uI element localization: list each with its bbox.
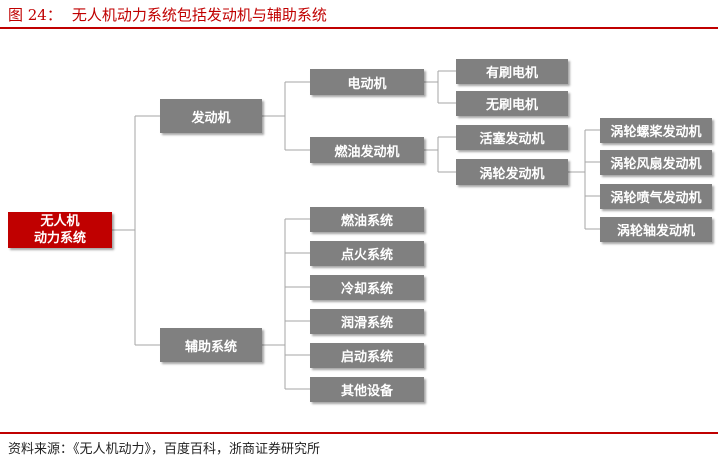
bottom-rule bbox=[0, 432, 718, 434]
node-cooling-system: 冷却系统 bbox=[310, 275, 424, 300]
node-fuel-system: 燃油系统 bbox=[310, 207, 424, 232]
node-brushless-motor: 无刷电机 bbox=[456, 91, 568, 116]
node-auxiliary-system: 辅助系统 bbox=[160, 328, 262, 362]
top-rule bbox=[0, 27, 718, 29]
node-brushed-motor: 有刷电机 bbox=[456, 59, 568, 84]
figure-title: 图 24： 无人机动力系统包括发动机与辅助系统 bbox=[8, 4, 327, 25]
node-fuel-engine: 燃油发动机 bbox=[310, 137, 424, 163]
node-turbine-engine: 涡轮发动机 bbox=[456, 159, 568, 185]
node-electric-motor: 电动机 bbox=[310, 69, 424, 95]
node-other-equipment: 其他设备 bbox=[310, 377, 424, 402]
node-ignition-system: 点火系统 bbox=[310, 241, 424, 266]
node-engine: 发动机 bbox=[160, 99, 262, 133]
source-note: 资料来源：《无人机动力》，百度百科，浙商证券研究所 bbox=[8, 442, 321, 457]
node-turbofan-engine: 涡轮风扇发动机 bbox=[600, 150, 712, 175]
root-label-line1: 无人机 bbox=[40, 214, 80, 229]
node-turboshaft-engine: 涡轮轴发动机 bbox=[600, 217, 712, 242]
root-label-line2: 动力系统 bbox=[33, 231, 86, 246]
root-node-uav-power-system: 无人机 动力系统 bbox=[8, 212, 112, 248]
figure-title-text: 无人机动力系统包括发动机与辅助系统 bbox=[71, 6, 327, 24]
node-turbojet-engine: 涡轮喷气发动机 bbox=[600, 184, 712, 209]
node-turboprop-engine: 涡轮螺桨发动机 bbox=[600, 118, 712, 143]
node-lubrication-system: 润滑系统 bbox=[310, 309, 424, 334]
node-starting-system: 启动系统 bbox=[310, 343, 424, 368]
figure-number: 图 24： bbox=[8, 6, 62, 24]
node-piston-engine: 活塞发动机 bbox=[456, 125, 568, 150]
